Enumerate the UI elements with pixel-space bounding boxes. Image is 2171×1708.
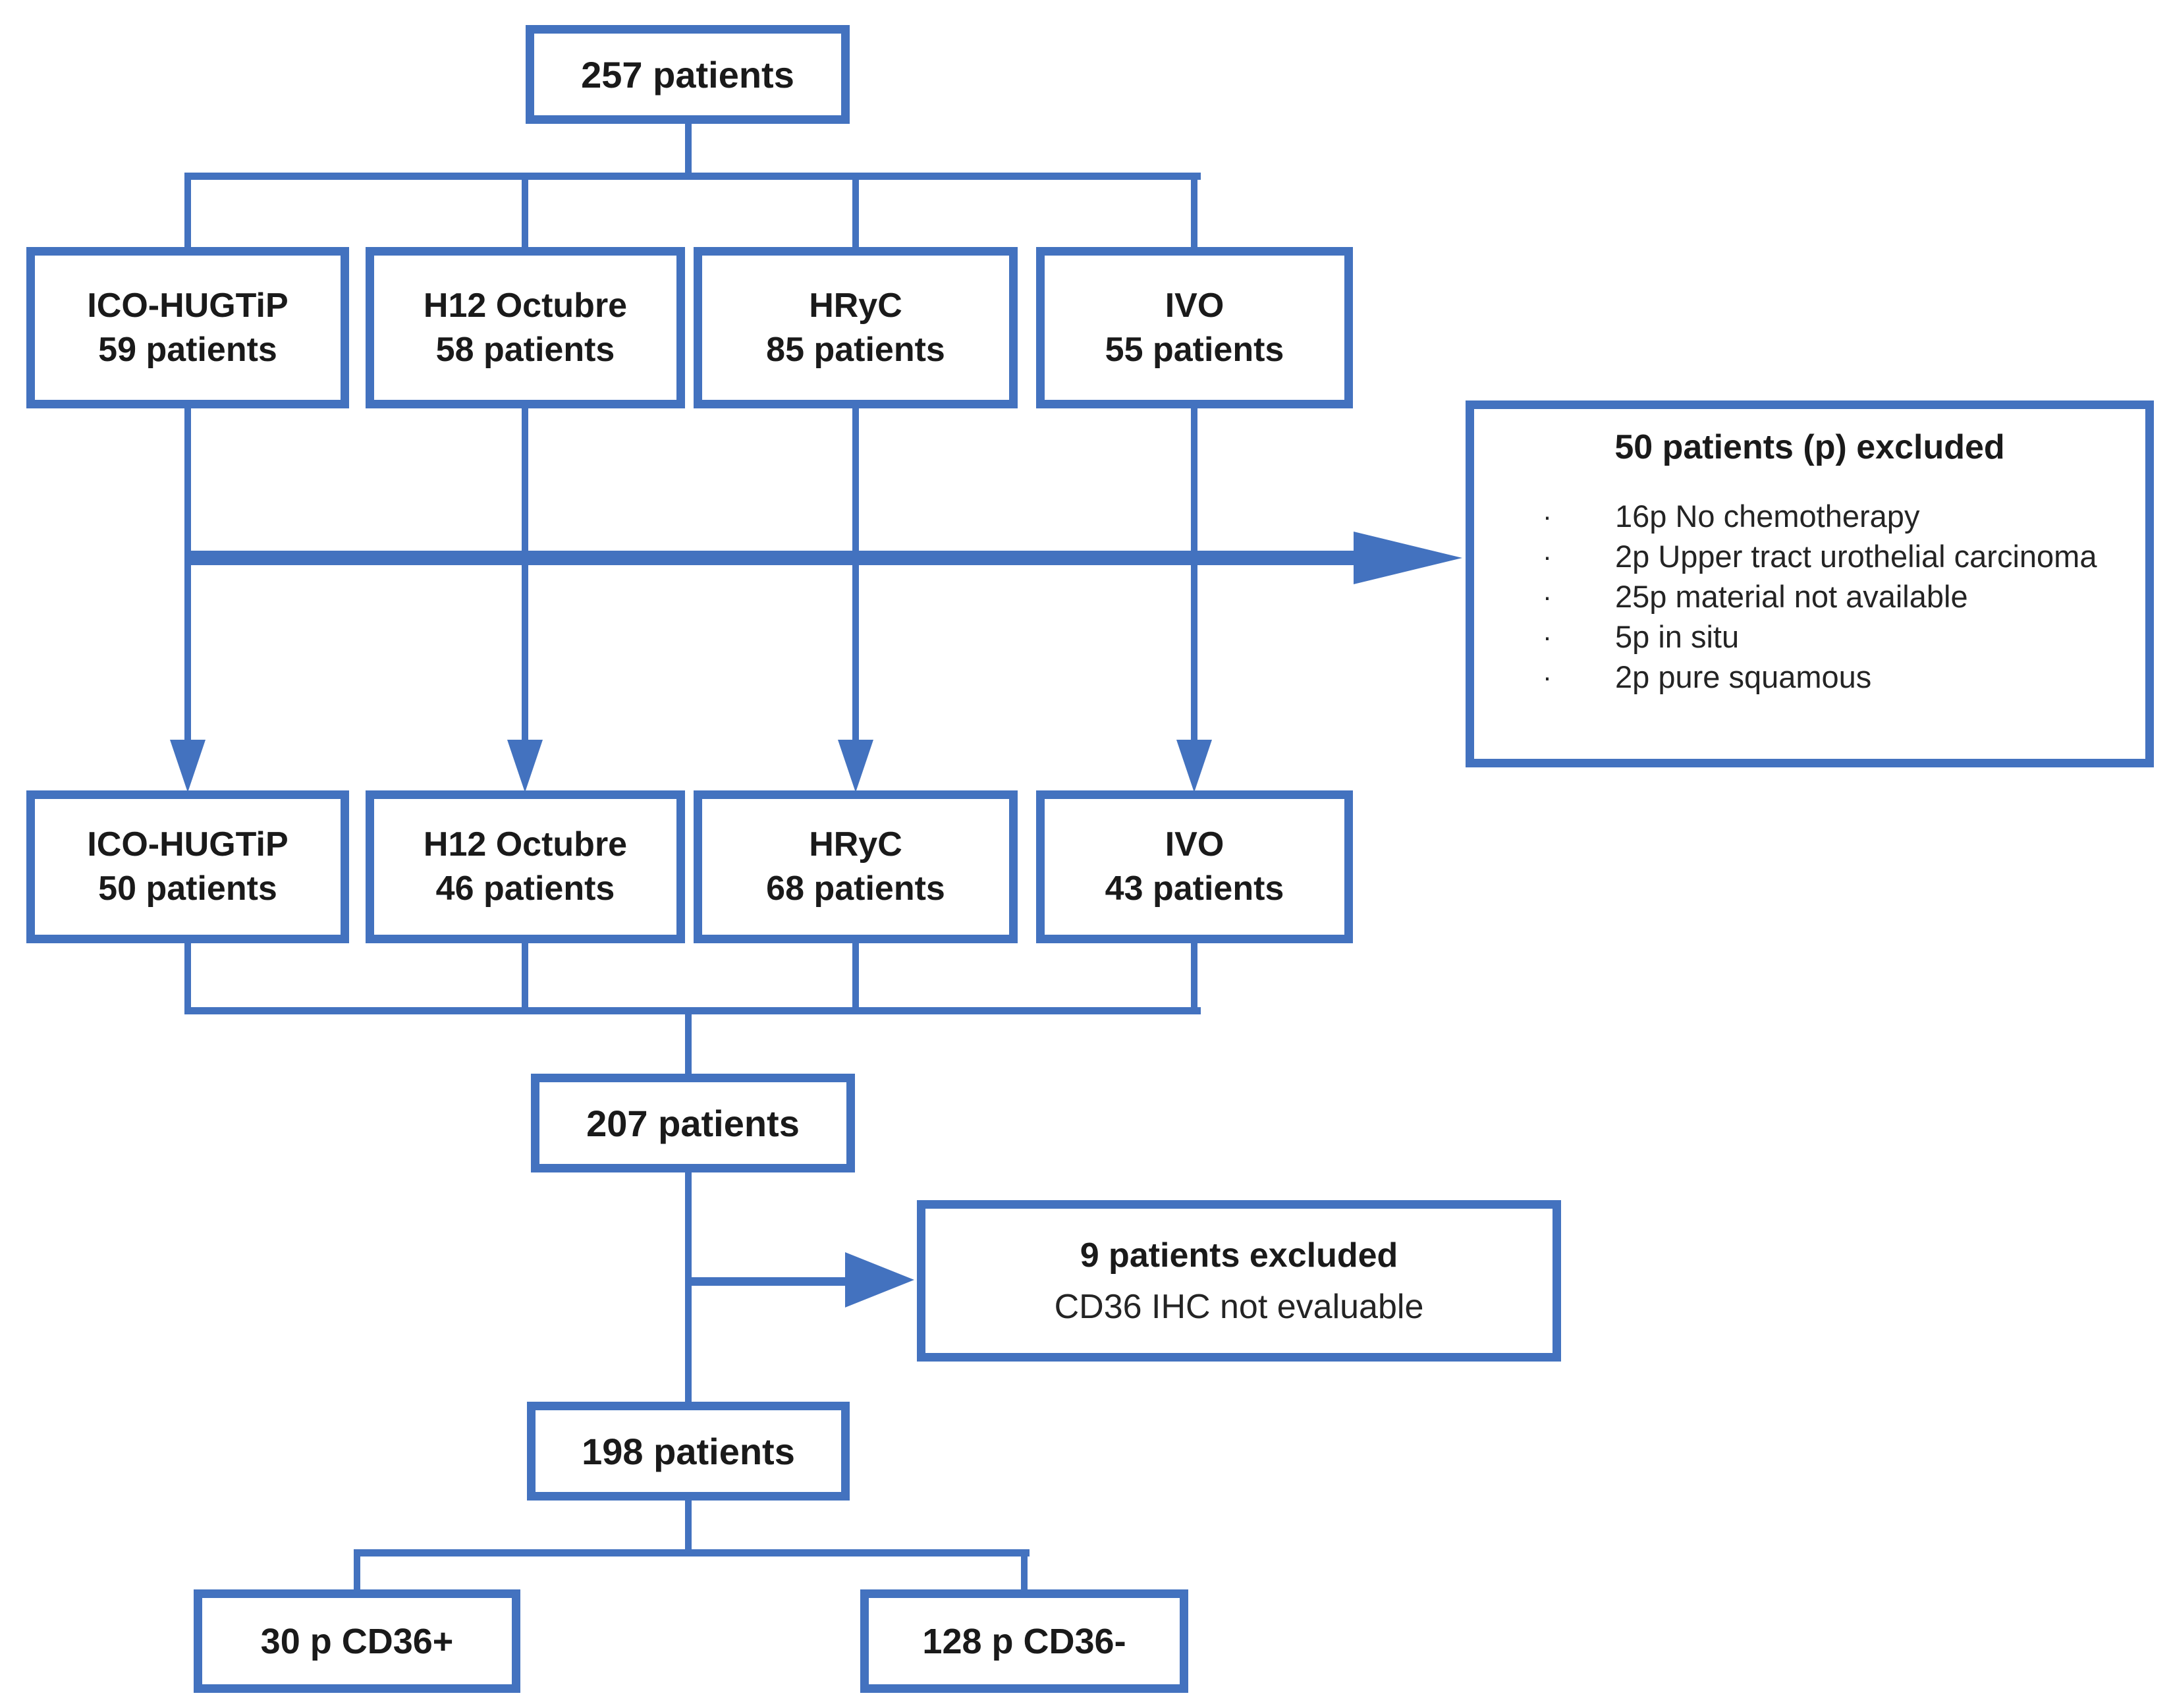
node-center3-included: HRyC 68 patients	[694, 790, 1018, 943]
center3-name: HRyC	[809, 825, 902, 864]
center2-count: 46 patients	[435, 869, 615, 908]
exclusion-item-text: 2p pure squamous	[1615, 659, 1872, 694]
center1-name: ICO-HUGTiP	[87, 825, 289, 864]
center1-count: 50 patients	[98, 869, 277, 908]
center4-count: 55 patients	[1105, 330, 1284, 369]
connector-top-split	[184, 173, 1201, 180]
node-cd36-positive: 30 p CD36+	[194, 1589, 520, 1693]
connector-evaluable-down	[685, 1501, 692, 1556]
bullet-dot: ·	[1543, 501, 1552, 532]
connector-bottom-split	[354, 1549, 1030, 1556]
arrowhead-right-exclusion-secondary	[845, 1252, 914, 1308]
connector-center1-down	[184, 407, 191, 740]
exclusion-primary-list: · 16p No chemotherapy · 2p Upper tract u…	[1474, 496, 2145, 697]
center3-count: 85 patients	[766, 330, 945, 369]
center2-name: H12 Octubre	[423, 286, 628, 325]
exclusion-item-text: 25p material not available	[1615, 579, 1968, 614]
center1-count: 59 patients	[98, 330, 277, 369]
connector-merge-stub1	[184, 943, 191, 1014]
node-exclusion-secondary: 9 patients excluded CD36 IHC not evaluab…	[917, 1200, 1561, 1362]
connector-center4-down	[1191, 407, 1197, 740]
exclusion-item: · 16p No chemotherapy	[1474, 496, 2145, 536]
arrowhead-down-center2	[507, 740, 543, 792]
connector-exclusion-primary-arrow-tail	[188, 551, 1355, 565]
connector-total-down	[685, 122, 692, 176]
node-center3-initial: HRyC 85 patients	[694, 247, 1018, 408]
node-center1-included: ICO-HUGTiP 50 patients	[26, 790, 349, 943]
center2-name: H12 Octubre	[423, 825, 628, 864]
arrowhead-right-exclusion-primary	[1354, 532, 1462, 584]
center3-count: 68 patients	[766, 869, 945, 908]
center4-count: 43 patients	[1105, 869, 1284, 908]
node-total-patients: 257 patients	[526, 25, 850, 124]
exclusion-item-text: 2p Upper tract urothelial carcinoma	[1615, 539, 2097, 574]
connector-stub-center3	[852, 173, 859, 248]
exclusion-item-text: 16p No chemotherapy	[1615, 499, 1920, 534]
arrowhead-down-center1	[170, 740, 206, 792]
bullet-dot: ·	[1543, 581, 1552, 612]
node-center2-included: H12 Octubre 46 patients	[366, 790, 685, 943]
connector-pooled-down	[685, 1172, 692, 1402]
exclusion-item: · 25p material not available	[1474, 576, 2145, 617]
node-pooled-patients: 207 patients	[531, 1074, 855, 1172]
arrowhead-down-center3	[838, 740, 873, 792]
connector-merge-stub3	[852, 943, 859, 1014]
node-center4-included: IVO 43 patients	[1036, 790, 1353, 943]
node-cd36-negative: 128 p CD36-	[860, 1589, 1188, 1693]
bullet-dot: ·	[1543, 621, 1552, 652]
connector-stub-center1	[184, 173, 191, 248]
node-center4-initial: IVO 55 patients	[1036, 247, 1353, 408]
bullet-dot: ·	[1543, 541, 1552, 572]
center4-name: IVO	[1165, 286, 1224, 325]
connector-center3-down	[852, 407, 859, 740]
exclusion-item-text: 5p in situ	[1615, 619, 1740, 654]
node-evaluable-label: 198 patients	[582, 1430, 795, 1472]
connector-merge-down	[685, 1007, 692, 1074]
connector-merge-bar	[184, 1007, 1201, 1014]
exclusion-item: · 5p in situ	[1474, 617, 2145, 657]
node-exclusion-primary: 50 patients (p) excluded · 16p No chemot…	[1466, 400, 2154, 767]
cd36-negative-label: 128 p CD36-	[922, 1621, 1126, 1661]
connector-center2-down	[522, 407, 528, 740]
arrowhead-down-center4	[1176, 740, 1212, 792]
node-pooled-label: 207 patients	[586, 1102, 800, 1144]
node-center1-initial: ICO-HUGTiP 59 patients	[26, 247, 349, 408]
node-evaluable-patients: 198 patients	[527, 1402, 850, 1501]
node-center2-initial: H12 Octubre 58 patients	[366, 247, 685, 408]
connector-merge-stub2	[522, 943, 528, 1014]
exclusion-item: · 2p pure squamous	[1474, 657, 2145, 697]
exclusion-item: · 2p Upper tract urothelial carcinoma	[1474, 536, 2145, 576]
connector-stub-center4	[1191, 173, 1197, 248]
center3-name: HRyC	[809, 286, 902, 325]
node-total-label: 257 patients	[581, 53, 794, 96]
center1-name: ICO-HUGTiP	[87, 286, 289, 325]
bullet-dot: ·	[1543, 661, 1552, 692]
connector-stub-cd36-positive	[354, 1549, 360, 1589]
connector-merge-stub4	[1191, 943, 1197, 1014]
center4-name: IVO	[1165, 825, 1224, 864]
connector-exclusion-secondary-arrow-tail	[688, 1277, 846, 1286]
exclusion-primary-title: 50 patients (p) excluded	[1614, 428, 2005, 466]
exclusion-secondary-title: 9 patients excluded	[1080, 1236, 1398, 1275]
connector-stub-center2	[522, 173, 528, 248]
exclusion-secondary-reason: CD36 IHC not evaluable	[1054, 1287, 1424, 1326]
connector-stub-cd36-negative	[1021, 1549, 1028, 1589]
center2-count: 58 patients	[435, 330, 615, 369]
cd36-positive-label: 30 p CD36+	[260, 1621, 454, 1661]
